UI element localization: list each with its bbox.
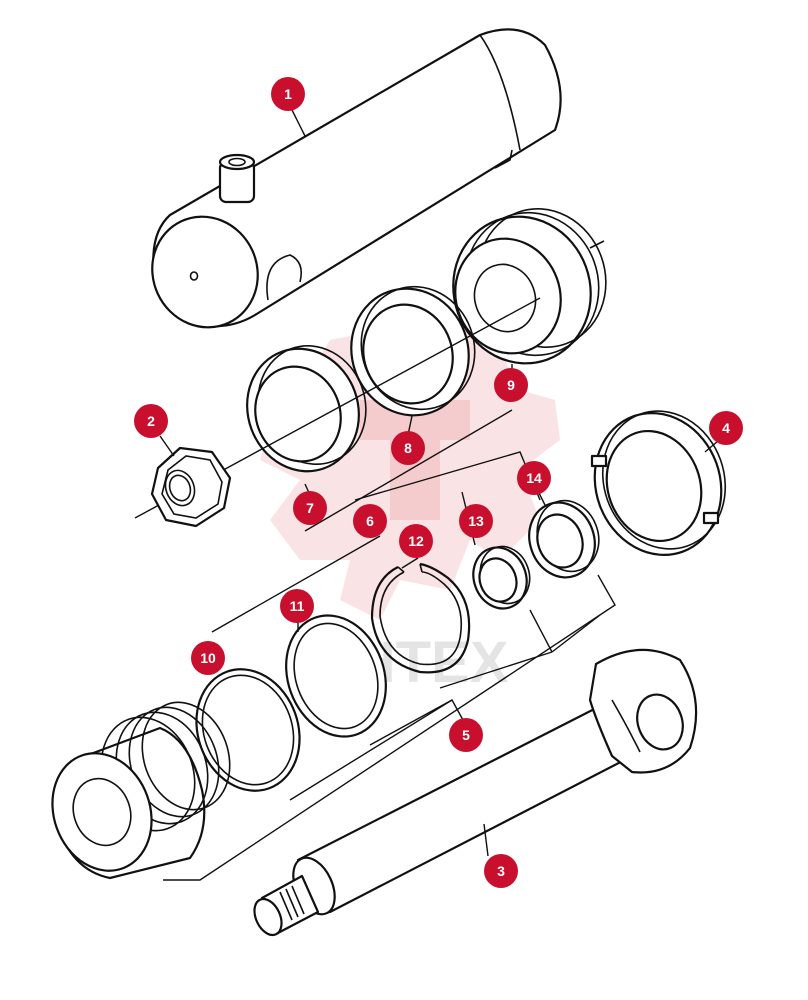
rod-seal [472, 545, 531, 610]
callout-14-label: 14 [526, 470, 542, 486]
piston-seal-ring [246, 344, 367, 473]
callout-5: 5 [449, 718, 483, 752]
callout-12-label: 12 [408, 533, 424, 549]
cylinder-barrel [151, 28, 562, 329]
callout-9-label: 9 [507, 377, 515, 393]
callout-2-label: 2 [147, 413, 155, 429]
callout-2: 2 [134, 404, 168, 438]
callout-8: 8 [391, 431, 425, 465]
callout-10-label: 10 [200, 650, 216, 666]
lock-ring [590, 410, 727, 557]
callout-7-label: 7 [306, 500, 314, 516]
callout-14: 14 [517, 461, 551, 495]
callout-11: 11 [280, 589, 314, 623]
callout-10: 10 [191, 641, 225, 675]
callout-6: 6 [353, 504, 387, 538]
wiper-seal [528, 499, 600, 579]
callout-1: 1 [271, 77, 305, 111]
callout-12: 12 [399, 524, 433, 558]
piston-rod [253, 648, 698, 937]
callout-3-label: 3 [497, 863, 505, 879]
callout-6-label: 6 [366, 513, 374, 529]
back-up-ring [285, 614, 387, 738]
callout-7: 7 [293, 491, 327, 525]
snap-ring [370, 562, 471, 674]
callout-13-label: 13 [468, 513, 484, 529]
callout-3: 3 [484, 854, 518, 888]
callout-9: 9 [494, 368, 528, 402]
guide-ring [350, 285, 476, 417]
piston-nut [150, 446, 232, 528]
callout-11-label: 11 [290, 598, 305, 614]
callout-5-label: 5 [462, 727, 470, 743]
callout-13: 13 [459, 504, 493, 538]
callout-4: 4 [709, 411, 743, 445]
callout-8-label: 8 [404, 440, 412, 456]
cylinder-head [51, 701, 231, 880]
callout-1-label: 1 [284, 86, 292, 102]
callout-4-label: 4 [722, 420, 730, 436]
